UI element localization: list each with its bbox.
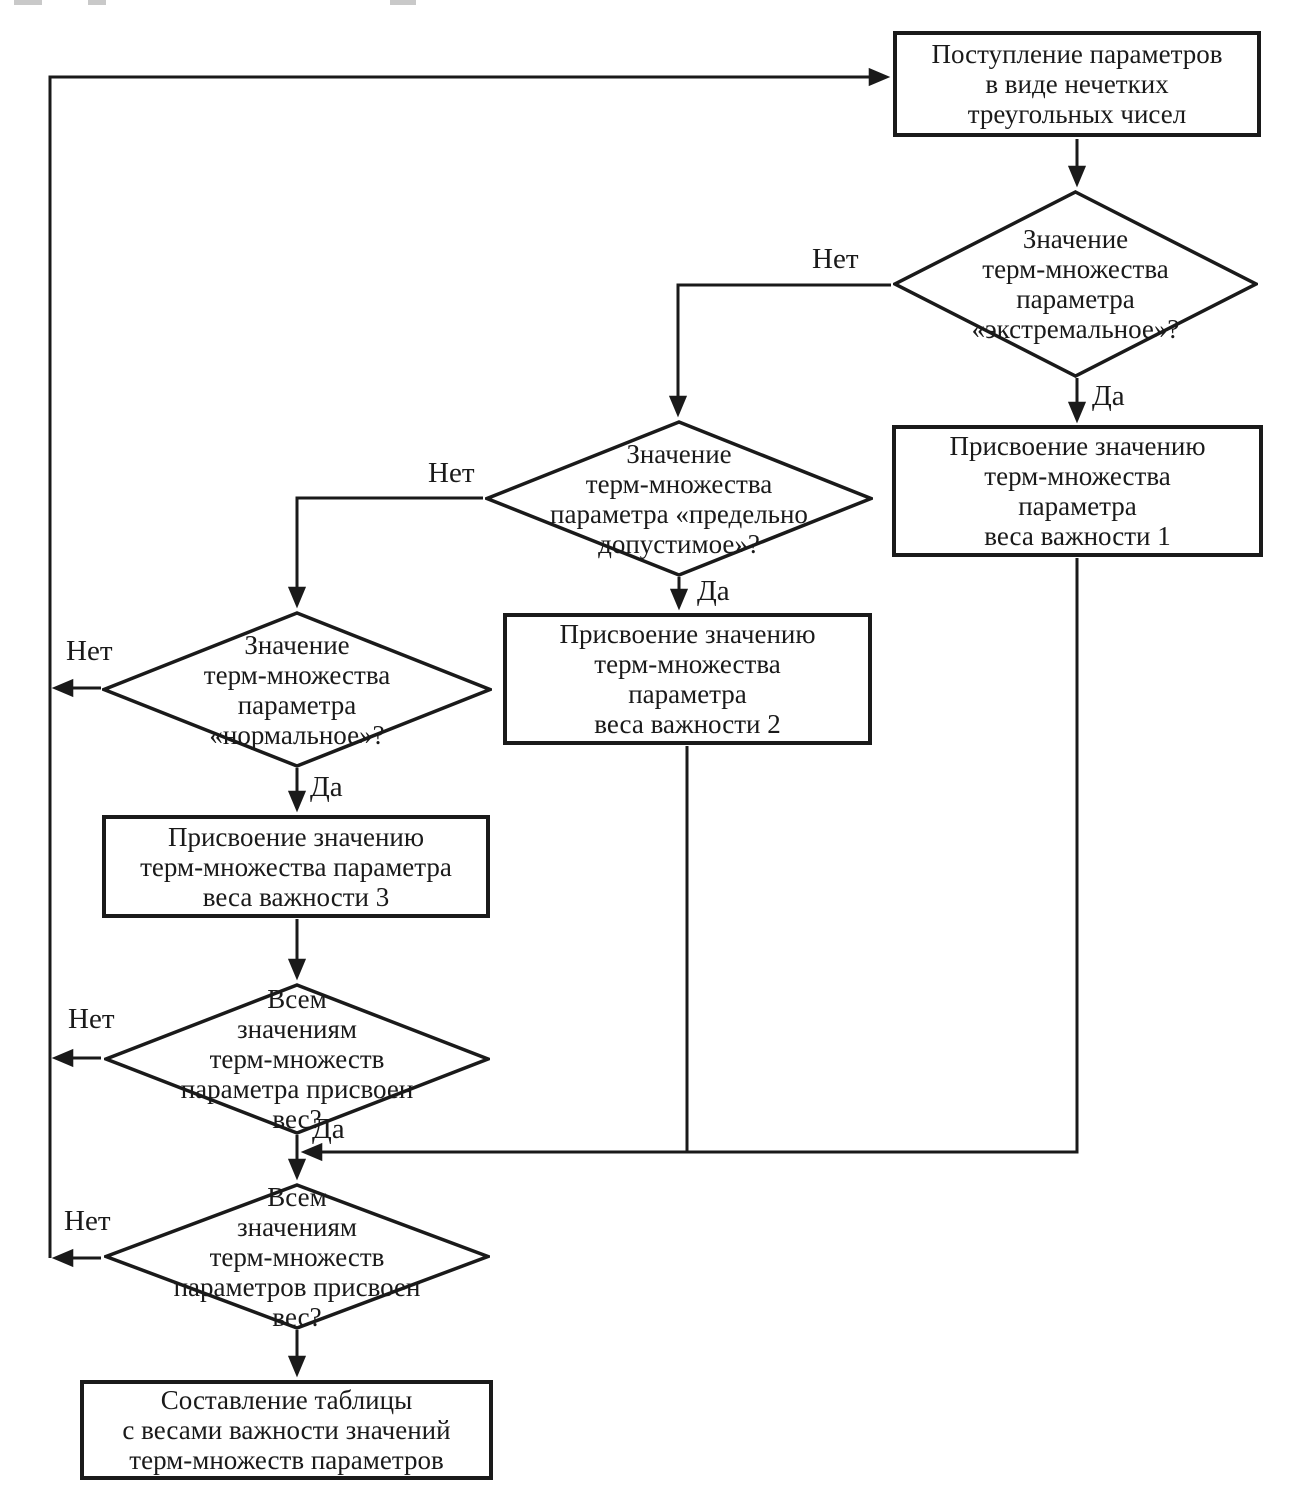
decision-limit-shape bbox=[485, 420, 873, 577]
label-yes-limit: Да bbox=[697, 575, 730, 607]
edge-weight1-merge bbox=[300, 558, 1079, 1162]
decision-all-terms-parameter-label: Всем значениям терм-множеств параметра п… bbox=[180, 984, 414, 1134]
process-weight-2-label: Присвоение значению терм-множества парам… bbox=[559, 619, 816, 739]
label-no-check1: Нет bbox=[68, 1003, 115, 1035]
edge-limit-no bbox=[287, 496, 483, 609]
decision-all-terms-parameters-shape bbox=[104, 1183, 490, 1330]
decision-extreme-shape bbox=[893, 190, 1258, 378]
final-table-box-label: Составление таблицы с весами важности зн… bbox=[122, 1385, 451, 1475]
start-box: Поступление параметров в виде нечетких т… bbox=[893, 31, 1261, 137]
label-yes-normal: Да bbox=[310, 771, 343, 803]
decision-extreme: Значение терм-множества параметра «экстр… bbox=[893, 190, 1258, 378]
decision-normal-shape bbox=[102, 611, 492, 768]
edge-extreme-no bbox=[668, 283, 891, 418]
process-weight-3: Присвоение значению терм-множества парам… bbox=[102, 815, 490, 918]
decision-all-terms-parameters-label: Всем значениям терм-множеств параметров … bbox=[173, 1181, 421, 1332]
decision-extreme-label: Значение терм-множества параметра «экстр… bbox=[971, 224, 1180, 344]
label-yes-extreme: Да bbox=[1092, 380, 1125, 412]
process-weight-1: Присвоение значению терм-множества парам… bbox=[892, 425, 1263, 557]
decision-limit-label: Значение терм-множества параметра «преде… bbox=[550, 438, 808, 559]
page-crop-artifact bbox=[390, 0, 416, 5]
start-box-label: Поступление параметров в виде нечетких т… bbox=[931, 39, 1223, 129]
process-weight-1-label: Присвоение значению терм-множества парам… bbox=[949, 431, 1206, 551]
decision-all-terms-parameters: Всем значениям терм-множеств параметров … bbox=[104, 1181, 490, 1332]
label-yes-check1: Да bbox=[312, 1113, 345, 1145]
edge-return-rail bbox=[48, 67, 891, 1258]
process-weight-2: Присвоение значению терм-множества парам… bbox=[503, 613, 872, 745]
decision-normal: Значение терм-множества параметра «норма… bbox=[102, 611, 492, 768]
process-weight-3-label: Присвоение значению терм-множества парам… bbox=[140, 821, 452, 912]
label-no-extreme: Нет bbox=[812, 243, 859, 275]
label-no-limit: Нет bbox=[428, 457, 475, 489]
decision-all-terms-parameter: Всем значениям терм-множеств параметра п… bbox=[104, 983, 490, 1135]
label-no-normal: Нет bbox=[66, 635, 113, 667]
page-crop-artifact bbox=[88, 0, 106, 5]
label-no-check2: Нет bbox=[64, 1205, 111, 1237]
decision-limit: Значение терм-множества параметра «преде… bbox=[485, 420, 873, 577]
decision-normal-label: Значение терм-множества параметра «норма… bbox=[203, 629, 391, 750]
decision-all-terms-parameter-shape bbox=[104, 983, 490, 1135]
page-crop-artifact bbox=[14, 0, 42, 5]
final-table-box: Составление таблицы с весами важности зн… bbox=[80, 1380, 493, 1480]
